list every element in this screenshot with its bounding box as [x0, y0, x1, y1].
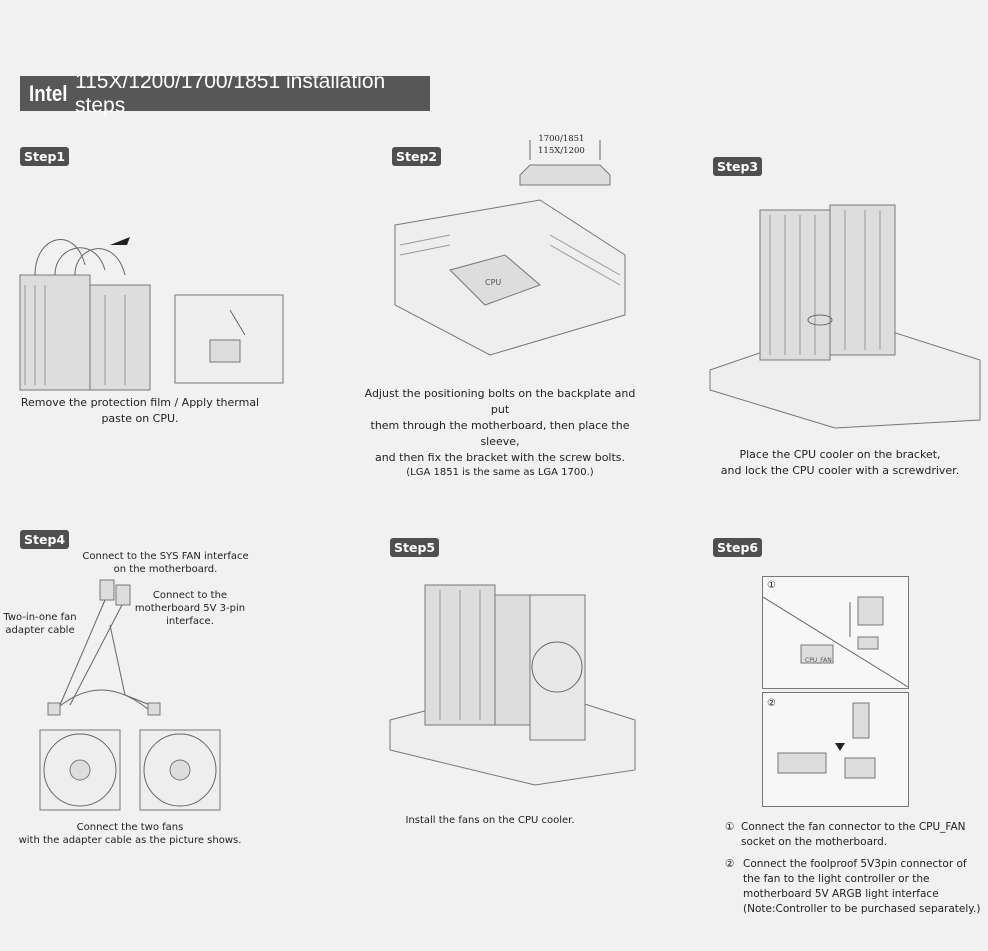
- adapter-callout: Two-in-one fan adapter cable: [0, 611, 80, 637]
- title-text: 115X/1200/1700/1851 installation steps: [75, 69, 386, 117]
- step6-note-1: ① Connect the fan connector to the CPU_F…: [725, 820, 985, 850]
- backplate-bracket-illustration: [519, 140, 611, 186]
- step6-panel-2: ②: [762, 692, 909, 807]
- caption-line: them through the motherboard, then place…: [370, 419, 630, 448]
- step5-badge: Step5: [390, 538, 440, 557]
- note-number: ②: [725, 858, 735, 870]
- caption-line: Connect the two fans: [76, 822, 184, 833]
- step4-illustration: [39, 579, 221, 811]
- step5-illustration: [389, 584, 636, 786]
- inset-label: 1700/1851: [538, 134, 585, 144]
- step4-caption: Connect the two fans with the adapter cab…: [15, 821, 245, 847]
- caption-line: and lock the CPU cooler with a screwdriv…: [720, 464, 960, 477]
- fan-icon: [39, 729, 121, 811]
- note-line: Connect the foolproof 5V3pin connector o…: [743, 858, 967, 870]
- step6-badge: Step6: [713, 538, 763, 557]
- panel-number: ②: [767, 698, 776, 709]
- sys-fan-callout: Connect to the SYS FAN interface on the m…: [78, 550, 253, 576]
- note-line: (Note:Controller to be purchased separat…: [743, 903, 981, 915]
- cpu-fan-label: CPU_FAN: [805, 657, 832, 664]
- step1-caption: Remove the protection film / Apply therm…: [15, 395, 265, 427]
- caption-line: Place the CPU cooler on the bracket,: [739, 448, 941, 461]
- note-line: Connect the fan connector to the CPU_FAN: [741, 821, 966, 833]
- page-title: Intel 115X/1200/1700/1851 installation st…: [20, 70, 430, 117]
- caption-line: Adjust the positioning bolts on the back…: [364, 387, 636, 416]
- step5-caption: Install the fans on the CPU cooler.: [405, 815, 575, 826]
- step2-illustration: CPU: [394, 199, 626, 356]
- step4-badge: Step4: [20, 530, 70, 549]
- step3-badge: Step3: [713, 157, 763, 176]
- panel-number: ①: [767, 580, 776, 591]
- caption-line: (LGA 1851 is the same as LGA 1700.): [406, 467, 594, 478]
- step6-note-2: ② Connect the foolproof 5V3pin connector…: [725, 857, 985, 917]
- step6-panel-1: ① CPU_FAN: [762, 576, 909, 689]
- callout-line: motherboard 5V 3-pin interface.: [134, 603, 246, 627]
- note-number: ①: [725, 821, 735, 833]
- caption-line: with the adapter cable as the picture sh…: [18, 835, 242, 846]
- callout-line: Connect to the: [152, 590, 228, 601]
- cpu-label: CPU: [485, 278, 501, 287]
- step3-caption: Place the CPU cooler on the bracket, and …: [715, 447, 965, 479]
- caption-line: paste on CPU.: [101, 412, 179, 425]
- note-line: motherboard 5V ARGB light interface: [743, 888, 939, 900]
- inset-label: 115X/1200: [538, 146, 585, 156]
- step3-illustration: [709, 204, 981, 429]
- five-v-callout: Connect to the motherboard 5V 3-pin inter…: [115, 589, 265, 628]
- callout-line: Connect to the SYS FAN interface: [82, 551, 249, 562]
- step2-caption: Adjust the positioning bolts on the back…: [360, 386, 640, 479]
- note-line: socket on the motherboard.: [741, 836, 888, 848]
- caption-line: and then fix the bracket with the screw …: [374, 451, 626, 464]
- callout-line: adapter cable: [5, 625, 75, 636]
- callout-line: Two-in-one fan: [3, 612, 77, 623]
- fan-icon: [139, 729, 221, 811]
- step1-illustration: [19, 237, 284, 391]
- step2-inset-labels: 1700/1851 115X/1200: [538, 133, 585, 157]
- title-brand: Intel: [29, 80, 68, 106]
- callout-line: on the motherboard.: [113, 564, 218, 575]
- step2-badge: Step2: [392, 147, 442, 166]
- step1-badge: Step1: [20, 147, 70, 166]
- note-line: the fan to the light controller or the: [743, 873, 930, 885]
- caption-line: Remove the protection film / Apply therm…: [20, 396, 260, 409]
